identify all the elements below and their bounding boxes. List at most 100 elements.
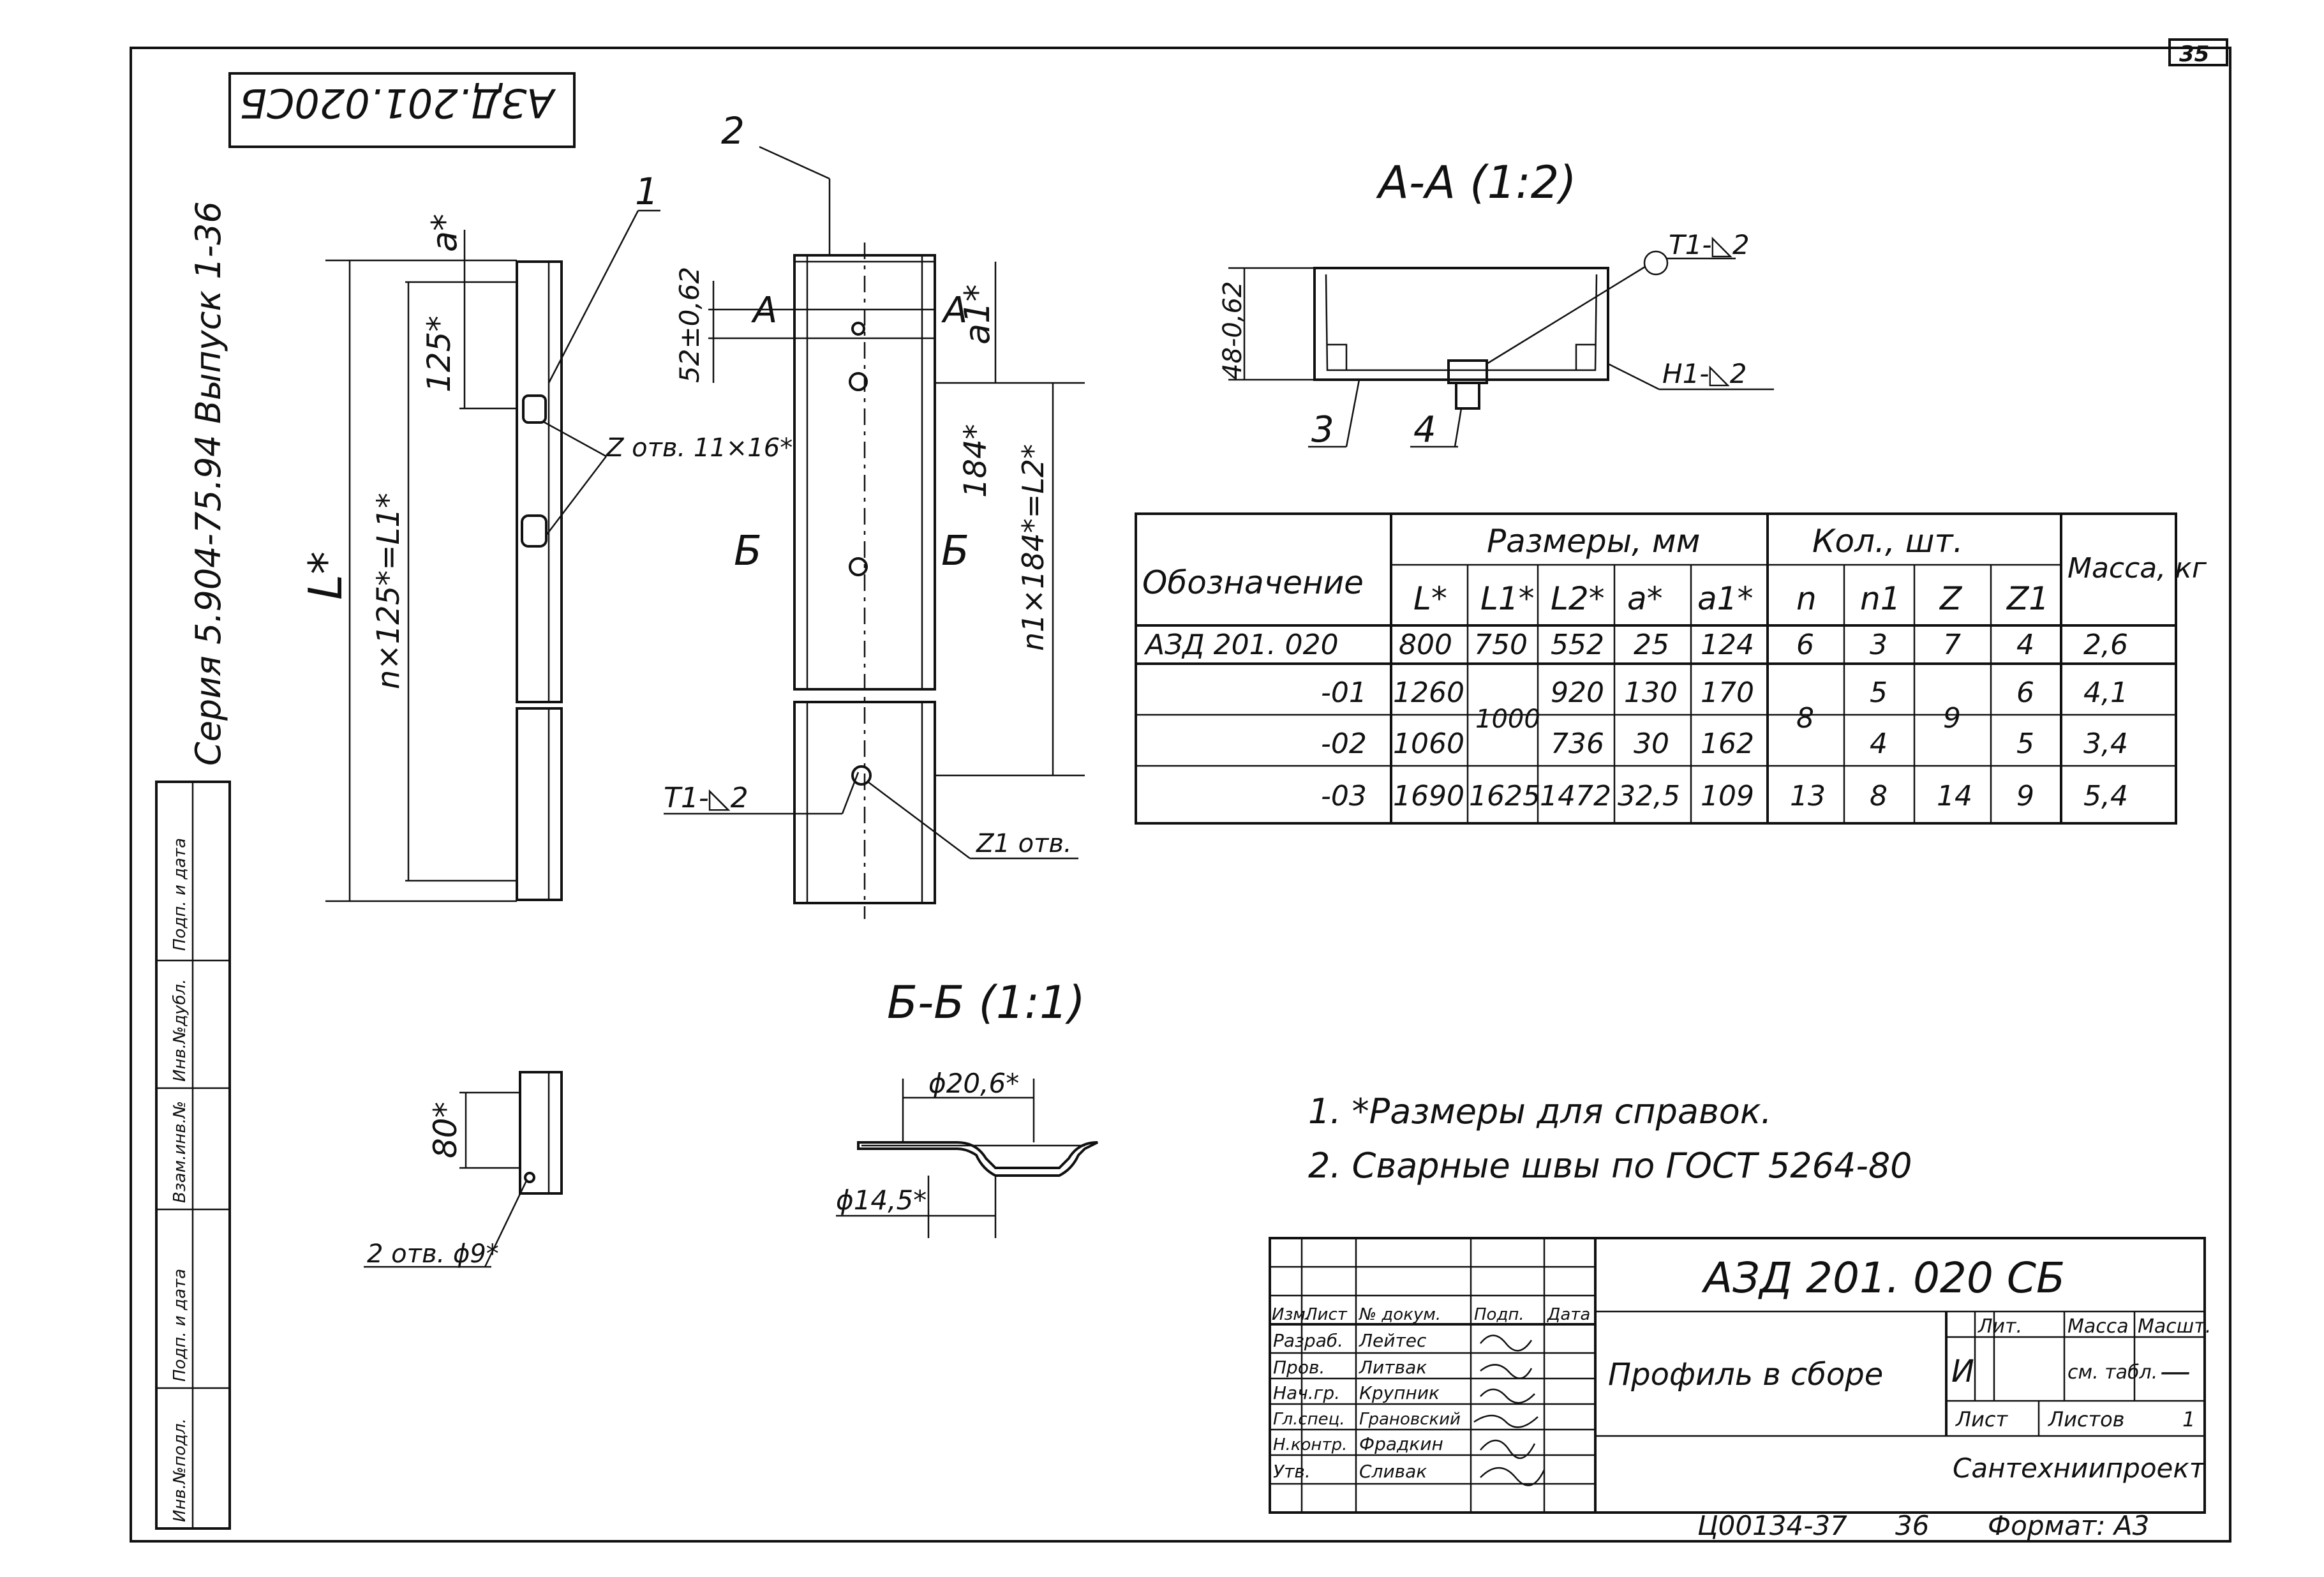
table-cell: 5: [1870, 676, 1888, 709]
section-BB-title: Б-Б (1:1): [887, 976, 1085, 1029]
dim-125: 125*: [421, 316, 458, 392]
table-cell: 6: [1796, 629, 1814, 661]
part1-view: 1 a* 125* L* n×125*=L1* Z отв. 11×16* 80…: [299, 170, 793, 1269]
sub-L1: L1*: [1480, 580, 1535, 617]
table-cell: 9: [1943, 702, 1961, 735]
side-col-3: Взам.инв.№: [170, 1101, 190, 1203]
tb-person: Сливак: [1359, 1461, 1427, 1482]
table-header-designation: Обозначение: [1142, 564, 1364, 601]
dim-52: 52±0,62: [674, 267, 705, 383]
tb-sheet-label: Лист: [1955, 1407, 2008, 1431]
outer-frame: [130, 47, 2231, 1543]
dim-a1: a1*: [957, 285, 997, 345]
tb-person: Крупник: [1359, 1382, 1440, 1403]
signature: [1473, 1414, 1538, 1428]
tb-organization: Сантехниипроект: [1953, 1453, 2206, 1484]
sub-L2: L2*: [1551, 580, 1605, 617]
table-cell: 170: [1701, 676, 1754, 709]
bottom-code: Ц00134-37: [1697, 1510, 1847, 1541]
table-cell: 736: [1551, 728, 1604, 760]
table-cell: 3: [1870, 629, 1888, 661]
table-header-sizes: Размеры, мм: [1487, 523, 1700, 560]
tb-sheets-label: Листов: [2048, 1407, 2125, 1431]
table-cell: 9: [2016, 780, 2034, 812]
tb-name: Профиль в сборе: [1608, 1357, 1883, 1393]
sub-n: n: [1796, 580, 1817, 617]
bottom-number: 36: [1895, 1510, 1929, 1541]
dim-145: ϕ14,5*: [836, 1185, 927, 1216]
tb-lit-value: И: [1951, 1354, 1974, 1389]
table-cell: АЗД 201. 020: [1143, 629, 1339, 661]
table-cell: 1260: [1393, 676, 1464, 709]
table-cell: -01: [1321, 676, 1367, 709]
holes9-label: 2 отв. ϕ9*: [367, 1239, 499, 1269]
tb-scale-value: —: [2160, 1354, 2191, 1389]
tb-person: Грановский: [1359, 1410, 1461, 1429]
callout-3: 3: [1311, 409, 1334, 451]
title-block: АЗД 201. 020 СБ Профиль в сборе Лит. Мас…: [1269, 1237, 2211, 1514]
table-cell: 162: [1701, 728, 1754, 760]
tb-person: Фрадкин: [1359, 1433, 1443, 1454]
dim-206: ϕ20,6*: [928, 1068, 1019, 1099]
table-cell: 1472: [1540, 780, 1611, 812]
table-cell: 800: [1399, 629, 1452, 661]
section-A-left: А: [751, 290, 777, 331]
tb-role: Нач.гр.: [1273, 1382, 1340, 1403]
signature: [1480, 1439, 1536, 1460]
table-cell: 13: [1790, 780, 1826, 812]
side-col-2: Подп. и дата: [170, 1269, 190, 1382]
table-cell: 130: [1624, 676, 1678, 709]
section-AA: А-А (1:2) 48-0,62 Т1-◺2 Н1-◺2 3 4: [1218, 156, 1774, 451]
table-cell: 124: [1701, 629, 1754, 661]
table-cell: 4,1: [2083, 676, 2128, 709]
dim-184: 184*: [958, 424, 994, 498]
table-cell: 920: [1551, 676, 1604, 709]
holes-z1-label: Z1 отв.: [976, 829, 1072, 858]
parameters-table: Обозначение Размеры, мм Кол., шт. Масса,…: [1135, 512, 2207, 825]
dim-n1: n1×184*=L2*: [1016, 444, 1050, 651]
table-cell: 6: [2016, 676, 2034, 709]
table-cell: 8: [1796, 702, 1814, 735]
dim-48: 48-0,62: [1218, 281, 1248, 380]
page-number-box: [2168, 38, 2228, 66]
table-cell: 14: [1937, 780, 1972, 812]
format-label: Формат: А3: [1988, 1510, 2149, 1541]
weld-label-part2: Т1-◺2: [664, 782, 749, 814]
section-B-left: Б: [734, 528, 762, 575]
table-cell: 30: [1634, 728, 1669, 760]
sub-L: L*: [1413, 580, 1447, 617]
signature: [1480, 1388, 1535, 1404]
table-cell: 750: [1474, 629, 1528, 661]
tb-hdr: Подп.: [1474, 1305, 1524, 1324]
tb-designation: АЗД 201. 020 СБ: [1701, 1253, 2065, 1303]
tb-hdr: № докум.: [1358, 1305, 1441, 1324]
tb-hdr: Дата: [1547, 1305, 1590, 1324]
tb-lit-label: Лит.: [1978, 1315, 2022, 1338]
sub-Z1: Z1: [2006, 580, 2049, 617]
tb-role: Разраб.: [1273, 1330, 1343, 1351]
section-A-right: А: [941, 290, 967, 331]
dim-n125: n×125*=L1*: [371, 493, 406, 689]
weld-t1: Т1-◺2: [1669, 229, 1750, 260]
dim-80: 80*: [427, 1102, 464, 1158]
series-text: Серия 5.904-75.94 Выпуск 1-36: [188, 201, 228, 766]
table-cell: 7: [1943, 629, 1961, 661]
table-cell: 1690: [1393, 780, 1464, 812]
sub-a: a*: [1627, 580, 1663, 617]
table-cell: 32,5: [1618, 780, 1680, 812]
tb-mass-value: см. табл.: [2067, 1361, 2157, 1384]
table-cell: 4: [1870, 728, 1888, 760]
side-col-5: Подп. и дата: [170, 838, 190, 951]
part1-callout: 1: [635, 170, 659, 213]
tb-scale-label: Масшт.: [2138, 1315, 2211, 1338]
dim-a: a*: [424, 214, 465, 252]
sub-Z: Z: [1939, 580, 1963, 617]
table-cell: 5: [2016, 728, 2034, 760]
table-cell: 2,6: [2083, 629, 2128, 661]
tb-person: Лейтес: [1359, 1330, 1427, 1351]
table-cell: 1060: [1393, 728, 1464, 760]
tb-role: Пров.: [1273, 1357, 1325, 1378]
page-number: 35: [2179, 41, 2209, 67]
signature: [1480, 1334, 1533, 1352]
note-2: 2. Сварные швы по ГОСТ 5264-80: [1308, 1146, 1912, 1186]
